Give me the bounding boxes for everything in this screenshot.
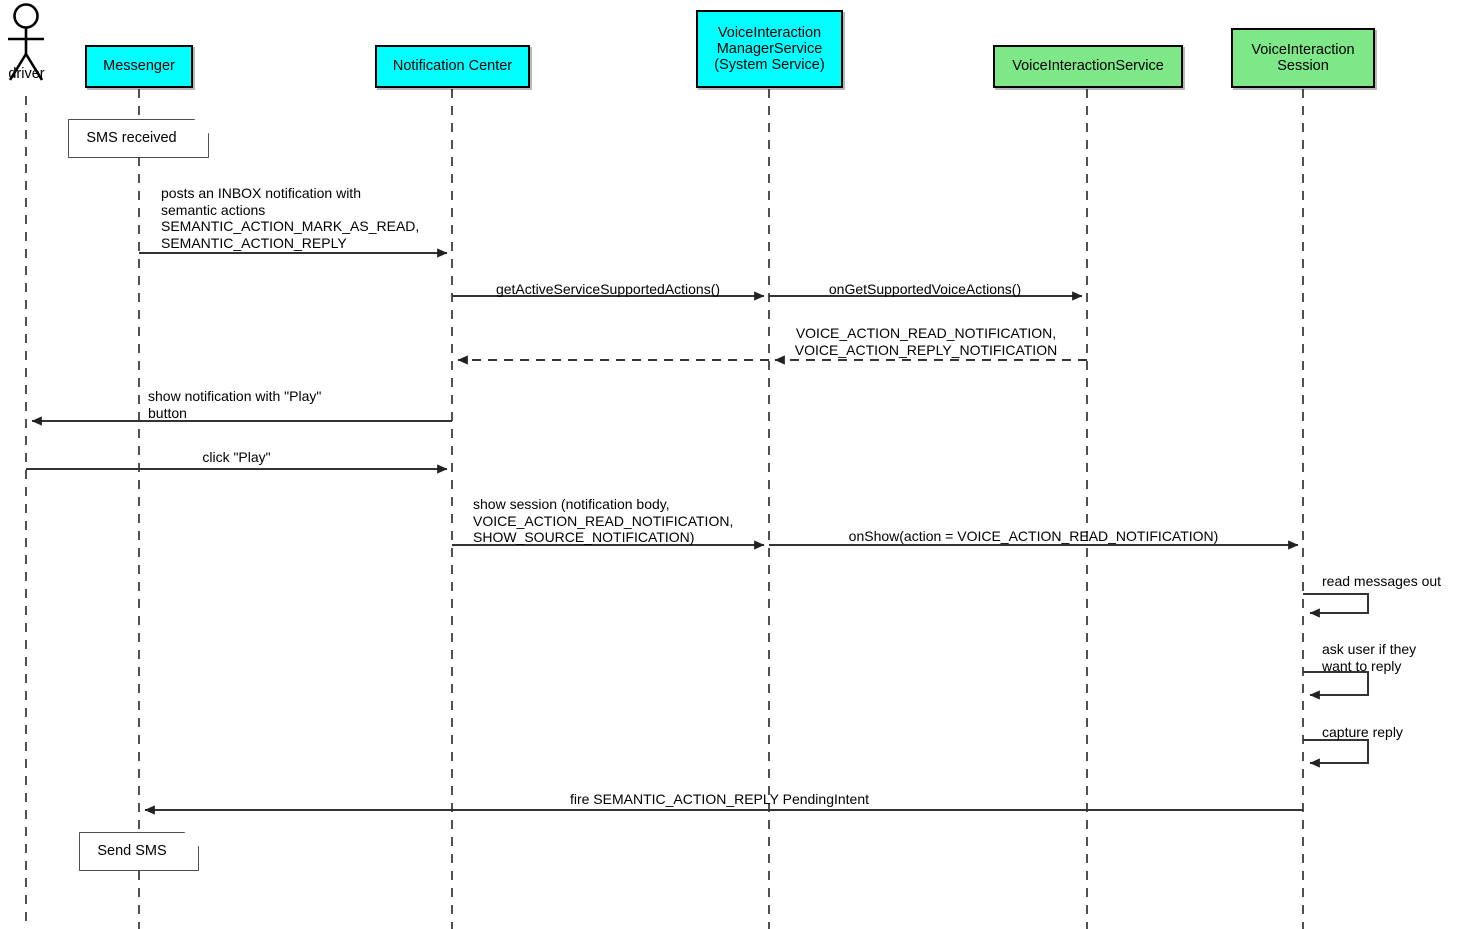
message-label-get-active-service-supported-actions: getActiveServiceSupportedActions() [495, 281, 721, 297]
message-label-on-show: onShow(action = VOICE_ACTION_READ_NOTIFI… [848, 528, 1219, 544]
participant-box-messenger[interactable]: Messenger [85, 45, 193, 88]
arrow-self-capture-reply [1303, 739, 1369, 768]
message-arrows [26, 248, 1369, 815]
message-label-self-read-messages: read messages out [1322, 573, 1442, 589]
participant-box-notification-center[interactable]: Notification Center [375, 45, 530, 88]
participant-box-voice-interaction-manager-service[interactable]: VoiceInteraction ManagerService (System … [696, 10, 843, 88]
message-label-show-notification: show notification with "Play" button [148, 388, 322, 421]
message-label-self-capture-reply: capture reply [1322, 724, 1403, 740]
participant-label-messenger: Messenger [103, 58, 175, 75]
participant-box-voice-interaction-service[interactable]: VoiceInteractionService [993, 45, 1183, 88]
note-sms-received: SMS received [69, 120, 208, 157]
actor-driver-figure [8, 3, 44, 81]
message-label-self-ask-user: ask user if they want to reply [1322, 641, 1417, 674]
message-label-show-session: show session (notification body, VOICE_A… [473, 496, 734, 546]
participant-label-voice-interaction-service: VoiceInteractionService [1012, 58, 1164, 75]
participant-box-voice-interaction-session[interactable]: VoiceInteraction Session [1231, 28, 1375, 88]
message-label-fire-reply-pending-intent: fire SEMANTIC_ACTION_REPLY PendingIntent [569, 791, 870, 807]
participant-label-notification-center: Notification Center [392, 58, 513, 75]
lifelines [25, 89, 1304, 929]
actor-driver-name: driver [8, 66, 45, 82]
note-sms-received-label: SMS received [86, 129, 177, 146]
arrow-self-read-messages [1303, 593, 1369, 618]
message-label-post-notification: posts an INBOX notification with semanti… [161, 185, 420, 251]
participant-label-voice-interaction-manager-service: VoiceInteraction ManagerService (System … [714, 24, 825, 74]
actor-label-driver: driver [0, 66, 53, 82]
message-label-return-voice-actions: VOICE_ACTION_READ_NOTIFICATION, VOICE_AC… [794, 325, 1058, 358]
arrow-self-ask-user [1303, 671, 1369, 700]
participant-label-voice-interaction-session: VoiceInteraction Session [1251, 41, 1355, 74]
note-send-sms: Send SMS [80, 833, 198, 870]
message-label-click-play: click "Play" [202, 449, 271, 465]
message-label-on-get-supported-voice-actions: onGetSupportedVoiceActions() [828, 281, 1022, 297]
note-send-sms-label: Send SMS [97, 842, 167, 859]
